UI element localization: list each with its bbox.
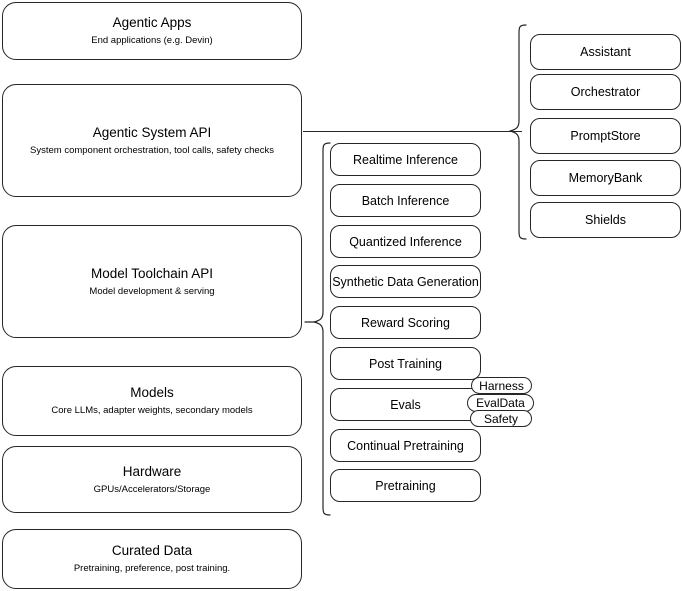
item-label: Synthetic Data Generation bbox=[332, 274, 479, 289]
item-label: Shields bbox=[585, 213, 626, 227]
layer-title: Models bbox=[130, 385, 174, 400]
system-item-memorybank[interactable]: MemoryBank bbox=[530, 160, 681, 196]
layer-title: Hardware bbox=[122, 463, 182, 479]
item-label: Post Training bbox=[369, 356, 442, 371]
layer-subtitle: Core LLMs, adapter weights, secondary mo… bbox=[51, 405, 253, 416]
item-label: PromptStore bbox=[570, 129, 641, 143]
system-item-assistant[interactable]: Assistant bbox=[530, 34, 681, 70]
layer-box-agentic-apps[interactable]: Agentic Apps End applications (e.g. Devi… bbox=[2, 2, 302, 60]
toolchain-item-post-training[interactable]: Post Training bbox=[330, 347, 481, 380]
layer-subtitle: End applications (e.g. Devin) bbox=[91, 35, 213, 46]
item-label: MemoryBank bbox=[568, 171, 643, 185]
item-label: Continual Pretraining bbox=[347, 438, 464, 453]
layer-box-hardware[interactable]: Hardware GPUs/Accelerators/Storage bbox=[2, 446, 302, 513]
system-item-shields[interactable]: Shields bbox=[530, 202, 681, 238]
item-label: Realtime Inference bbox=[353, 152, 458, 167]
item-label: Evals bbox=[390, 397, 421, 412]
toolchain-item-reward-scoring[interactable]: Reward Scoring bbox=[330, 306, 481, 339]
system-item-orchestrator[interactable]: Orchestrator bbox=[530, 74, 681, 110]
item-label: Reward Scoring bbox=[361, 315, 450, 330]
layer-title: Agentic Apps bbox=[112, 15, 192, 30]
toolchain-item-synthetic-data-generation[interactable]: Synthetic Data Generation bbox=[330, 265, 481, 298]
toolchain-item-continual-pretraining[interactable]: Continual Pretraining bbox=[330, 429, 481, 462]
toolchain-item-pretraining[interactable]: Pretraining bbox=[330, 469, 481, 502]
layer-title: Curated Data bbox=[111, 543, 193, 558]
layer-subtitle: System component orchestration, tool cal… bbox=[30, 144, 274, 156]
agentic-system-api-connector-line bbox=[303, 131, 522, 133]
layer-box-model-toolchain-api[interactable]: Model Toolchain API Model development & … bbox=[2, 225, 302, 338]
layer-box-models[interactable]: Models Core LLMs, adapter weights, secon… bbox=[2, 366, 302, 436]
item-label: Quantized Inference bbox=[349, 234, 462, 249]
layer-subtitle: Pretraining, preference, post training. bbox=[73, 563, 231, 574]
toolchain-item-realtime-inference[interactable]: Realtime Inference bbox=[330, 143, 481, 176]
item-label: Assistant bbox=[580, 45, 631, 59]
item-label: Batch Inference bbox=[361, 193, 450, 208]
toolchain-item-batch-inference[interactable]: Batch Inference bbox=[330, 184, 481, 217]
eval-pill-safety[interactable]: Safety bbox=[470, 410, 532, 427]
layer-subtitle: Model development & serving bbox=[89, 285, 215, 297]
item-label: Pretraining bbox=[375, 478, 436, 493]
eval-pill-harness[interactable]: Harness bbox=[471, 377, 532, 394]
toolchain-item-evals[interactable]: Evals bbox=[330, 388, 481, 421]
toolchain-item-quantized-inference[interactable]: Quantized Inference bbox=[330, 225, 481, 258]
layer-box-curated-data[interactable]: Curated Data Pretraining, preference, po… bbox=[2, 529, 302, 589]
layer-title: Model Toolchain API bbox=[90, 265, 214, 281]
layer-box-agentic-system-api[interactable]: Agentic System API System component orch… bbox=[2, 84, 302, 197]
layer-title: Agentic System API bbox=[92, 124, 212, 140]
model-toolchain-brace bbox=[304, 142, 331, 516]
system-item-promptstore[interactable]: PromptStore bbox=[530, 118, 681, 154]
item-label: Orchestrator bbox=[570, 85, 641, 99]
layer-subtitle: GPUs/Accelerators/Storage bbox=[93, 483, 211, 495]
agentic-system-brace bbox=[509, 24, 527, 240]
